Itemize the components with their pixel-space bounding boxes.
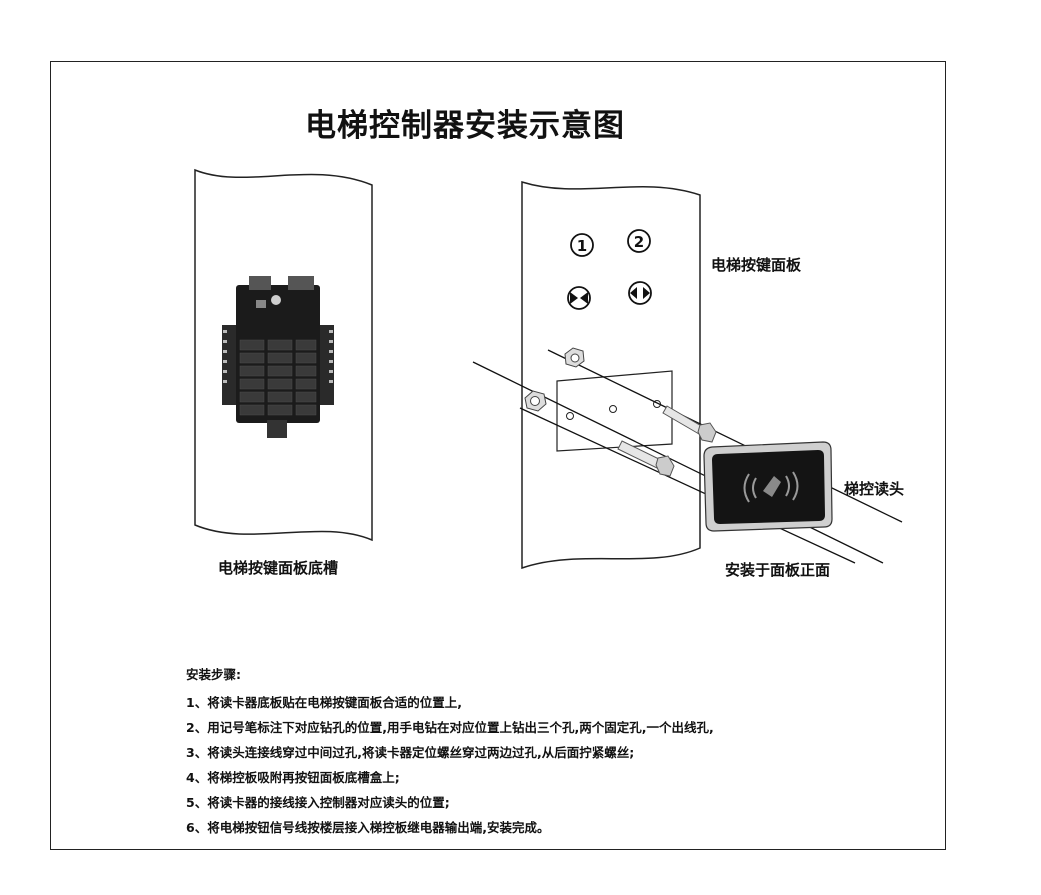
mounting-plate [556,370,673,452]
nut-top [564,347,585,368]
button-panel [521,180,701,570]
diagram-frame [50,61,946,850]
label-base-box: 电梯按键面板底槽 [218,559,339,577]
install-steps: 安装步骤: 1、将读卡器底板贴在电梯按键面板合适的位置上, 2、用记号笔标注下对… [186,664,714,840]
controller-board-image [222,276,334,438]
card-reader-image [703,441,833,532]
step-item: 5、将读卡器的接线接入控制器对应读头的位置; [186,795,450,810]
step-item: 6、将电梯按钮信号线按楼层接入梯控板继电器输出端,安装完成。 [186,820,550,835]
label-reader: 梯控读头 [844,480,905,498]
screw-top [662,405,717,443]
rfid-wave-icon [743,471,799,503]
steps-heading: 安装步骤: [186,667,241,682]
step-item: 1、将读卡器底板贴在电梯按键面板合适的位置上, [186,695,462,710]
label-mount-note: 安装于面板正面 [725,561,831,579]
svg-text:1: 1 [577,237,587,255]
nut-bottom [524,390,547,412]
diagram-title: 电梯控制器安装示意图 [305,108,625,144]
panel-buttons: 1 2 [567,229,652,310]
button-1-icon [570,233,594,257]
svg-text:2: 2 [634,233,644,251]
door-close-icon [567,286,591,310]
step-item: 2、用记号笔标注下对应钻孔的位置,用手电钻在对应位置上钻出三个孔,两个固定孔,一… [186,720,714,735]
screw-bottom [617,440,675,477]
button-2-icon [627,229,651,253]
step-item: 3、将读头连接线穿过中间过孔,将读卡器定位螺丝穿过两边过孔,从后面拧紧螺丝; [186,745,635,760]
step-item: 4、将梯控板吸附再按钮面板底槽盒上; [186,770,400,785]
door-open-icon [628,281,652,305]
label-button-panel: 电梯按键面板 [711,256,802,274]
